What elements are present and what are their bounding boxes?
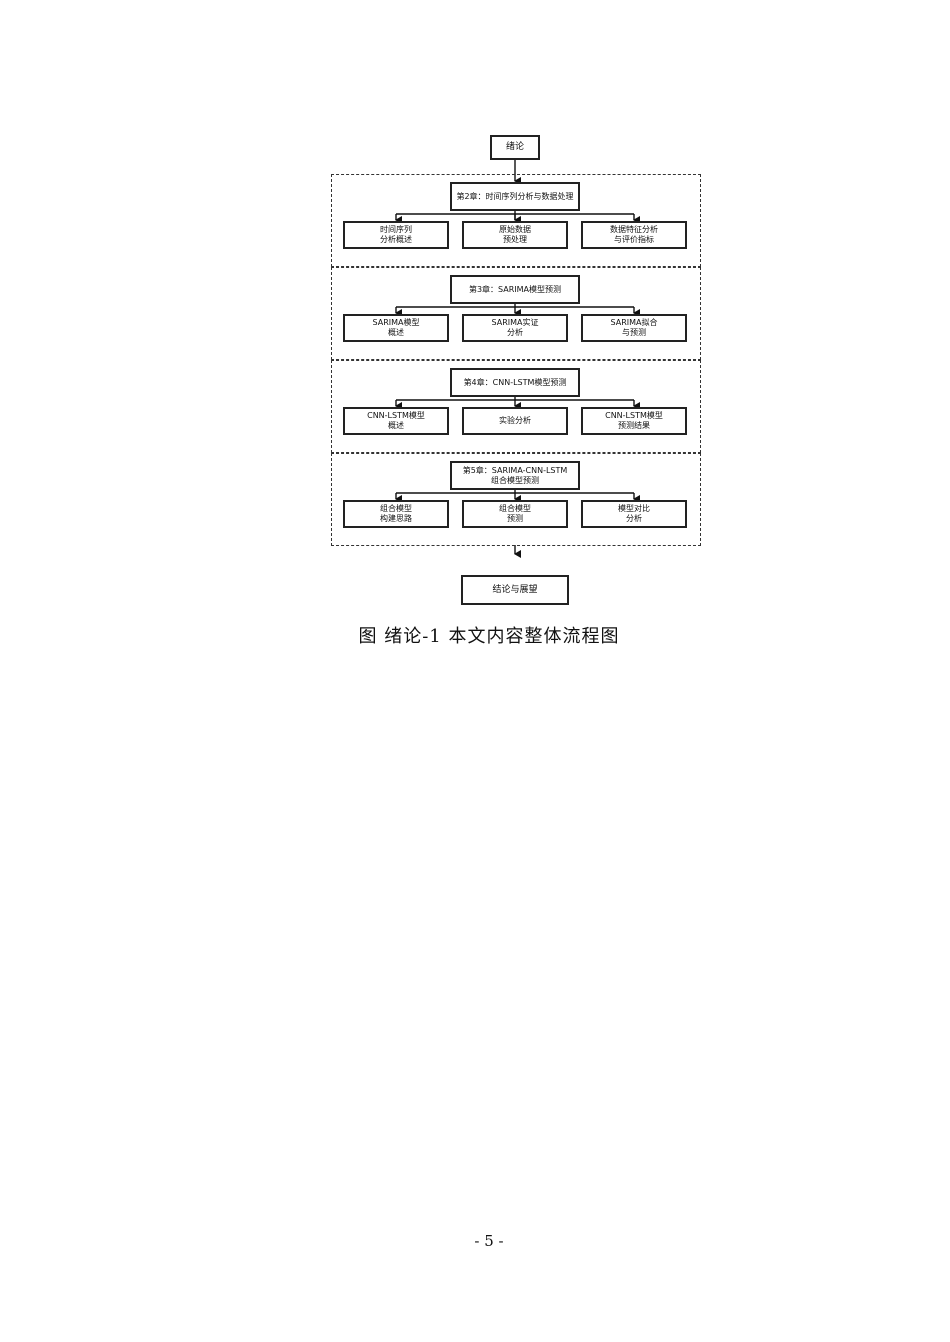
chapter-header-line: 第4章：CNN-LSTM模型预测: [463, 377, 567, 387]
subtopic-line: 分析: [507, 328, 523, 337]
subtopic-line: SARIMA拟合: [610, 318, 658, 327]
subtopic-line: 构建思路: [380, 514, 412, 523]
end-node: 结论与展望: [461, 575, 569, 605]
section-ch5: [331, 453, 701, 546]
chapter-header: 第4章：CNN-LSTM模型预测: [450, 368, 580, 397]
subtopic-line: 概述: [388, 328, 404, 337]
ch3-branches: [395, 304, 640, 317]
subtopic-line: 原始数据: [499, 225, 531, 234]
subtopic-node: 组合模型 预测: [462, 500, 568, 528]
subtopic-node: SARIMA实证 分析: [462, 314, 568, 342]
section-ch4: [331, 360, 701, 453]
subtopic-line: 分析: [626, 514, 642, 523]
page-number: - 5 -: [474, 1232, 504, 1250]
subtopic-line: 与评价指标: [614, 235, 654, 244]
subtopic-node: 实验分析: [462, 407, 568, 435]
subtopic-line: 分析概述: [380, 235, 412, 244]
subtopic-node: CNN-LSTM模型 概述: [343, 407, 449, 435]
section-ch2: [331, 174, 701, 267]
subtopic-node: 模型对比 分析: [581, 500, 687, 528]
subtopic-line: 组合模型: [380, 504, 412, 513]
subtopic-node: SARIMA模型 概述: [343, 314, 449, 342]
subtopic-node: 原始数据 预处理: [462, 221, 568, 249]
subtopic-line: CNN-LSTM模型: [367, 411, 425, 420]
chapter-header: 第5章：SARIMA-CNN-LSTM 组合模型预测: [450, 461, 580, 490]
subtopic-line: 实验分析: [499, 416, 531, 425]
start-node: 绪论: [490, 135, 540, 160]
chapter-header: 第2章：时间序列分析与数据处理: [450, 182, 580, 211]
chapter-header-line: 第3章：SARIMA模型预测: [468, 284, 562, 294]
subtopic-line: 数据特征分析: [610, 225, 658, 234]
subtopic-line: 时间序列: [380, 225, 412, 234]
subtopic-node: 时间序列 分析概述: [343, 221, 449, 249]
ch2-branches: [395, 211, 640, 224]
chapter-header-line: 第5章：SARIMA-CNN-LSTM: [462, 465, 568, 475]
section-ch3: [331, 267, 701, 360]
subtopic-line: 模型对比: [618, 504, 650, 513]
ch5-branches: [395, 490, 640, 503]
chapter-header: 第3章：SARIMA模型预测: [450, 275, 580, 304]
start-node-label: 绪论: [505, 142, 524, 152]
figure-caption: 图 绪论-1 本文内容整体流程图: [358, 626, 620, 647]
subtopic-node: 组合模型 构建思路: [343, 500, 449, 528]
subtopic-line: 预测: [507, 514, 523, 523]
subtopic-line: CNN-LSTM模型: [605, 411, 663, 420]
end-node-label: 结论与展望: [492, 584, 538, 595]
ch4-branches: [395, 397, 640, 410]
subtopic-line: 预测结果: [618, 421, 650, 430]
subtopic-line: 概述: [388, 421, 404, 430]
subtopic-node: SARIMA拟合 与预测: [581, 314, 687, 342]
subtopic-node: 数据特征分析 与评价指标: [581, 221, 687, 249]
subtopic-line: SARIMA实证: [491, 318, 539, 327]
subtopic-line: 预处理: [503, 235, 527, 244]
subtopic-line: 与预测: [622, 328, 646, 337]
chapter-header-line: 第2章：时间序列分析与数据处理: [456, 191, 574, 201]
subtopic-line: SARIMA模型: [372, 318, 420, 327]
subtopic-line: 组合模型: [499, 504, 531, 513]
subtopic-node: CNN-LSTM模型 预测结果: [581, 407, 687, 435]
chapter-header-line: 组合模型预测: [491, 475, 539, 485]
